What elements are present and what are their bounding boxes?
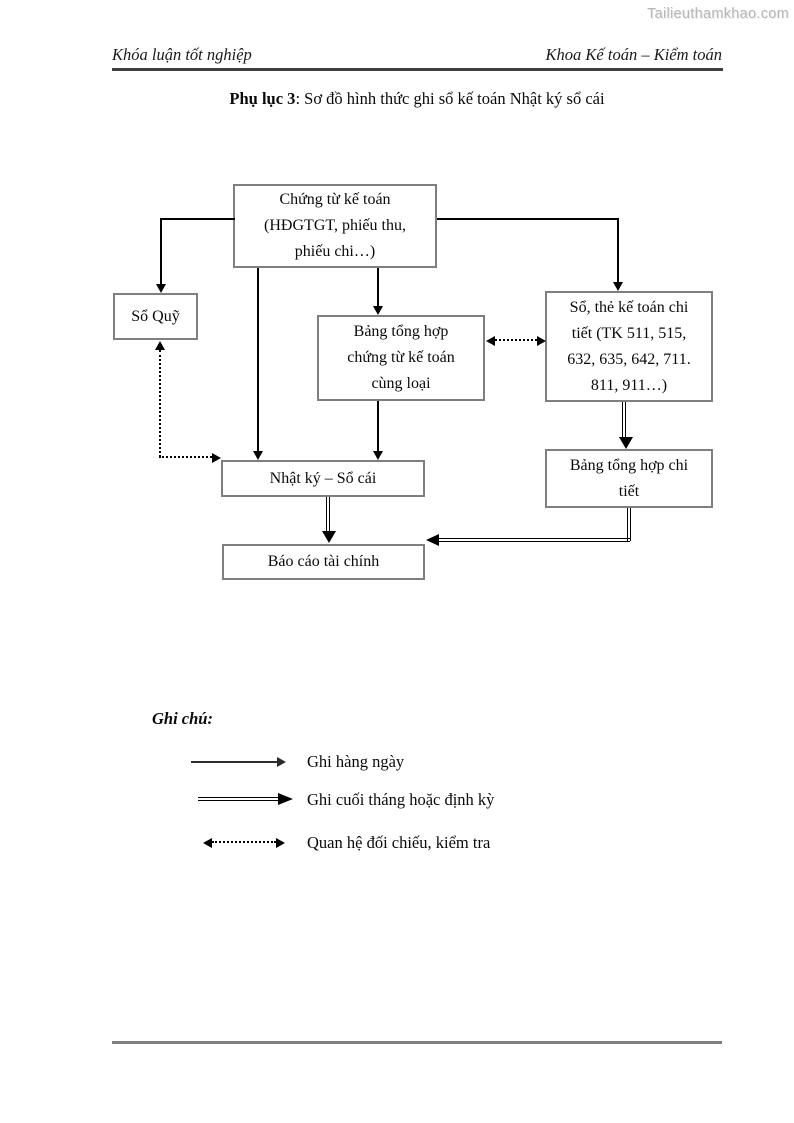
node-nhat-ky-so-cai: Nhật ký – Sổ cái: [221, 460, 425, 497]
arrowhead-dotted-right-icon: [537, 336, 546, 346]
legend-double-arrow-line: [198, 797, 278, 801]
line-chungtu-to-soquy-h: [160, 218, 235, 220]
footer-rule: [112, 1041, 722, 1044]
legend-dotted-arrowhead-left-icon: [203, 838, 212, 848]
legend-solid-arrow-line: [191, 761, 277, 763]
dotted-line-bangtonghop-sothe: [495, 339, 537, 341]
node-so-quy: Sổ Quỹ: [113, 293, 198, 340]
legend-solid-arrowhead-icon: [277, 757, 286, 767]
arrowhead-into-bangtonghop-icon: [373, 306, 383, 315]
legend-dotted-arrowhead-right-icon: [276, 838, 285, 848]
page-title: Phụ lục 3: Sơ đồ hình thức ghi sổ kế toá…: [112, 89, 722, 109]
node-chung-tu-ke-toan: Chứng từ kế toán (HĐGTGT, phiếu thu, phi…: [233, 184, 437, 268]
legend-item-reconcile: Quan hệ đối chiếu, kiểm tra: [307, 833, 491, 852]
title-label: Phụ lục 3: [229, 89, 296, 108]
arrowhead-into-soquy-icon: [156, 284, 166, 293]
node-bao-cao-tai-chinh: Báo cáo tài chính: [222, 544, 425, 580]
node-bang-tong-hop-chi-tiet: Bảng tổng hợp chi tiết: [545, 449, 713, 508]
legend-title: Ghi chú:: [152, 709, 213, 728]
arrowhead-dotted-left-icon: [486, 336, 495, 346]
arrowhead-into-nhatky-left-icon: [253, 451, 263, 460]
title-rest: : Sơ đồ hình thức ghi sổ kế toán Nhật ký…: [295, 89, 605, 108]
dblline-bangthct-to-baocao-h: [439, 538, 630, 542]
line-chungtu-to-nhatky-v: [257, 268, 259, 451]
node-so-the-ke-toan-chi-tiet: Sổ, thẻ kế toán chi tiết (TK 511, 515, 6…: [545, 291, 713, 402]
line-chungtu-to-sothe-v: [617, 218, 619, 282]
legend-dotted-arrow-line: [212, 841, 276, 843]
arrowhead-dbl-into-bangthct-icon: [619, 437, 633, 449]
line-chungtu-to-soquy-v: [160, 218, 162, 284]
arrowhead-dotted-into-nhatky-icon: [212, 453, 221, 463]
arrowhead-dbl-into-baocao-icon: [322, 531, 336, 543]
dotted-line-soquy-nhatky-h: [159, 456, 212, 458]
header-rule: [112, 68, 723, 71]
line-bangtonghop-to-nhatky-v: [377, 401, 379, 451]
arrowhead-dotted-up-soquy-icon: [155, 341, 165, 350]
line-chungtu-to-sothe-h: [437, 218, 619, 220]
watermark: Tailieuthamkhao.com: [647, 6, 789, 22]
header-left: Khóa luận tốt nghiệp: [112, 45, 252, 64]
legend-double-arrowhead-icon: [278, 793, 293, 805]
node-bang-tong-hop-chung-tu: Bảng tổng hợp chứng từ kế toán cùng loại: [317, 315, 485, 401]
arrowhead-dbl-left-into-baocao-icon: [426, 534, 439, 546]
header-right: Khoa Kế toán – Kiểm toán: [545, 45, 722, 64]
dblline-sothe-to-bangthct-v: [622, 402, 626, 437]
dotted-line-soquy-nhatky-v: [159, 350, 161, 457]
dblline-bangthct-to-baocao-v: [627, 508, 631, 541]
line-chungtu-to-bangtonghop-v: [377, 268, 379, 306]
arrowhead-into-sothe-icon: [613, 282, 623, 291]
legend-item-monthend: Ghi cuối tháng hoặc định kỳ: [307, 790, 495, 809]
dblline-nhatky-to-baocao-v: [326, 497, 330, 531]
legend-item-daily: Ghi hàng ngày: [307, 752, 405, 771]
arrowhead-into-nhatky-right-icon: [373, 451, 383, 460]
